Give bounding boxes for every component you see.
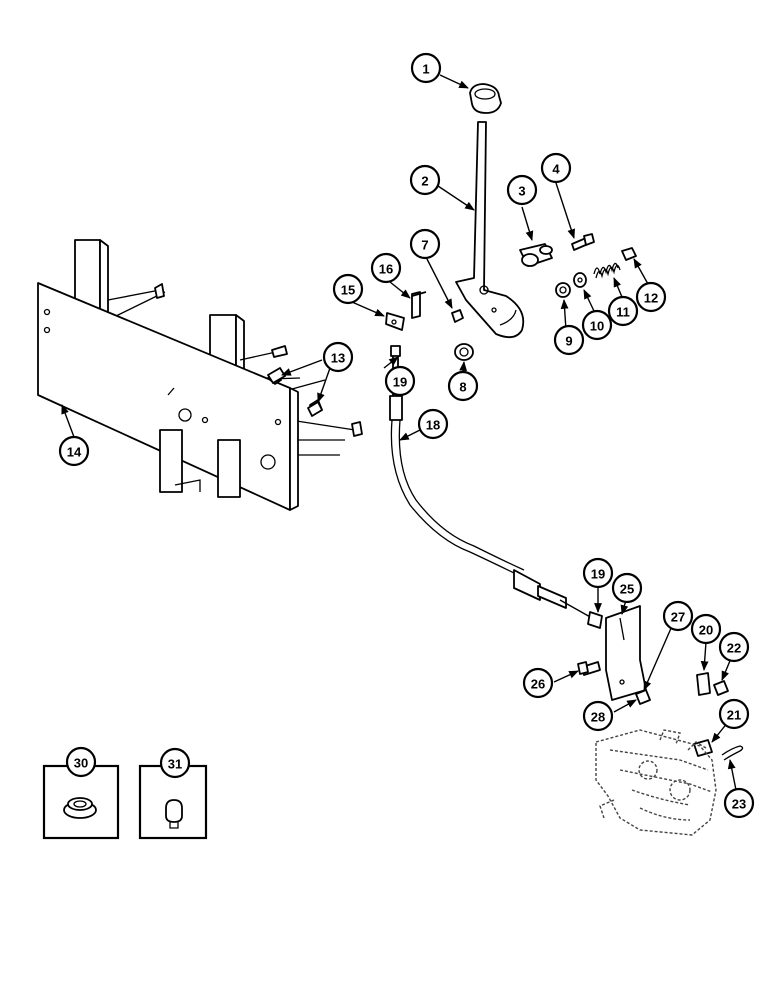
svg-text:26: 26 [531,677,545,692]
callout-2: 2 [409,164,441,196]
callout-28: 28 [582,700,614,732]
callout-7: 7 [409,228,441,260]
callout-3: 3 [506,174,538,206]
callout-31: 31 [159,747,191,779]
svg-text:14: 14 [67,445,82,460]
svg-text:18: 18 [426,418,440,433]
callout-14: 14 [58,435,90,467]
callout-30: 30 [65,746,97,778]
callout-21: 21 [718,698,750,730]
svg-text:9: 9 [565,334,572,349]
inset-box-31 [138,764,208,840]
callout-10: 10 [581,309,613,341]
callout-19-upper: 19 [384,365,416,397]
callout-4: 4 [540,152,572,184]
callout-18: 18 [417,408,449,440]
svg-text:20: 20 [699,623,713,638]
callout-11: 11 [607,295,639,327]
callout-8: 8 [447,370,479,402]
svg-text:22: 22 [727,641,741,656]
svg-text:30: 30 [74,756,88,771]
svg-text:16: 16 [379,262,393,277]
inset-box-30 [42,764,120,840]
callout-22: 22 [718,631,750,663]
svg-text:19: 19 [393,375,407,390]
svg-text:8: 8 [459,380,466,395]
callout-26: 26 [522,667,554,699]
svg-text:21: 21 [727,708,741,723]
mounting-plate [37,239,363,511]
svg-text:28: 28 [591,710,605,725]
leader-lines [61,74,737,791]
callout-19-lower: 19 [582,557,614,589]
callout-20: 20 [690,613,722,645]
callout-25: 25 [611,572,643,604]
callout-12: 12 [635,281,667,313]
callout-27: 27 [662,600,694,632]
svg-text:11: 11 [616,305,630,320]
svg-text:27: 27 [671,610,685,625]
bolts [267,367,323,417]
callout-1: 1 [410,52,442,84]
callout-15: 15 [332,273,364,305]
svg-text:13: 13 [331,351,345,366]
svg-text:19: 19 [591,567,605,582]
svg-text:2: 2 [421,174,428,189]
svg-text:1: 1 [422,62,429,77]
svg-text:10: 10 [590,319,604,334]
svg-text:7: 7 [421,238,428,253]
callout-9: 9 [553,324,585,356]
callout-13: 13 [322,341,354,373]
svg-text:15: 15 [341,283,355,298]
callout-23: 23 [723,787,755,819]
callout-16: 16 [370,252,402,284]
svg-text:23: 23 [732,797,746,812]
lever-assembly [385,83,637,361]
svg-text:3: 3 [518,184,525,199]
svg-text:4: 4 [552,162,560,177]
injection-pump [595,729,717,836]
svg-text:25: 25 [620,582,634,597]
svg-text:12: 12 [644,291,658,306]
svg-text:31: 31 [168,757,182,772]
control-cable [389,345,603,629]
